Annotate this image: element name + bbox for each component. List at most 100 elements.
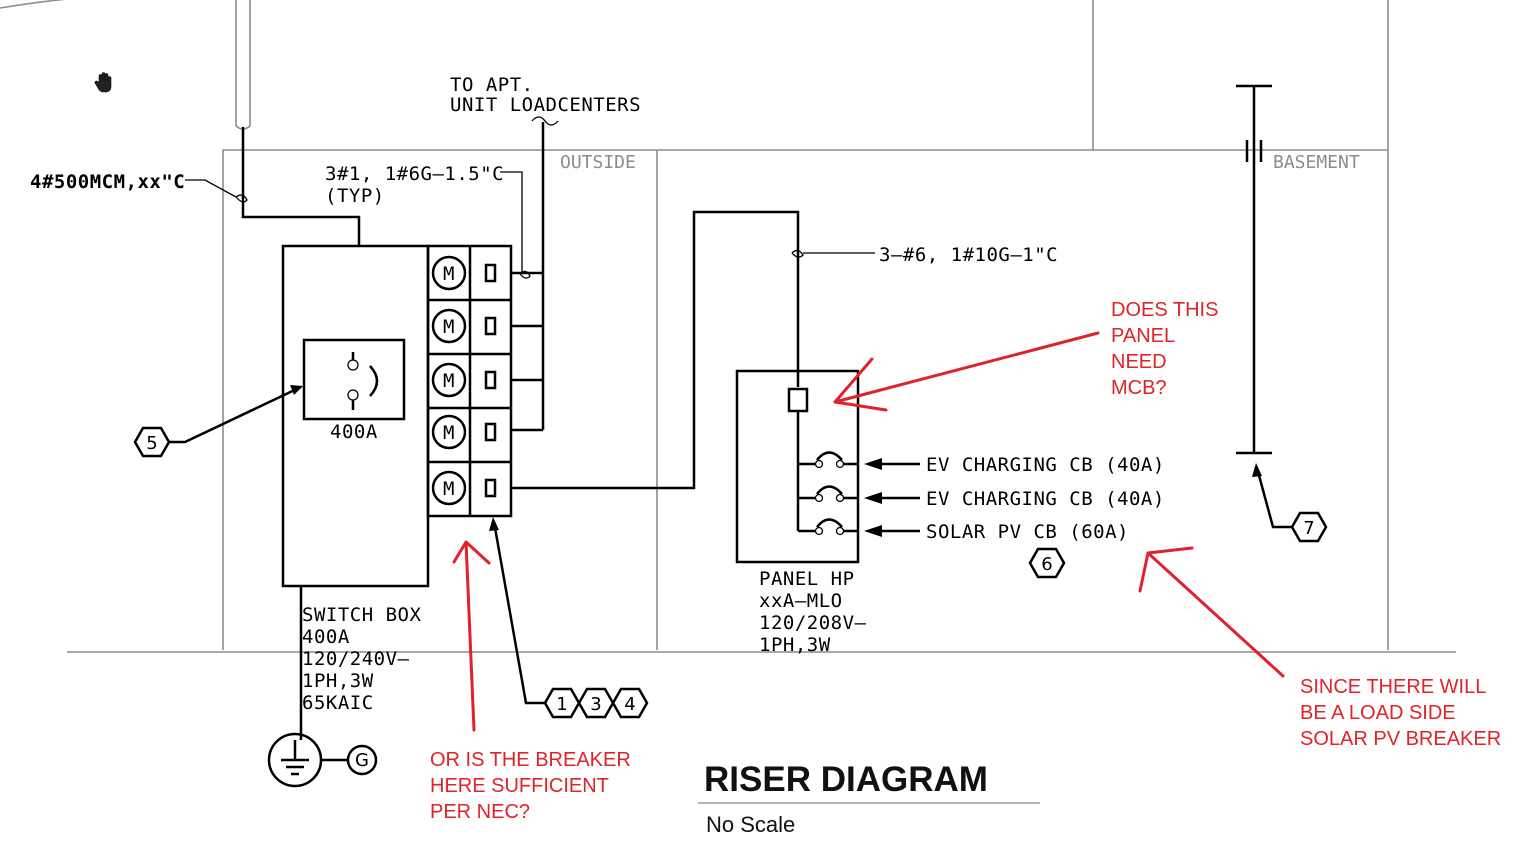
load-side-text: SINCE THERE WILL BE A LOAD SIDE SOLAR PV… bbox=[1300, 676, 1501, 750]
switch-box-aic: 65KAIC bbox=[302, 692, 374, 714]
red-markups bbox=[452, 331, 1285, 732]
riser-break bbox=[1245, 140, 1263, 162]
service-conductor-label: 4#500MCM,xx"C bbox=[30, 171, 185, 193]
branch-conductor-label-2: (TYP) bbox=[325, 185, 385, 207]
service-feeder-line bbox=[241, 127, 361, 246]
ground-icon bbox=[281, 740, 309, 776]
keynote-7-hex bbox=[1290, 511, 1328, 543]
meter-2 bbox=[431, 308, 467, 344]
mcb-question-text: DOES THIS PANEL NEED MCB? bbox=[1111, 299, 1218, 399]
panel-hp-phase: 1PH,3W bbox=[759, 634, 831, 656]
keynote-5-text: 5 bbox=[146, 433, 157, 454]
riser-line bbox=[1236, 84, 1272, 455]
mcb-question-arrow bbox=[833, 331, 1100, 412]
branch-conductor-leader bbox=[500, 171, 523, 274]
keynote-7-text: 7 bbox=[1303, 518, 1314, 539]
basement-label: BASEMENT bbox=[1273, 152, 1360, 173]
basement-riser bbox=[1236, 84, 1272, 455]
disconnect-2 bbox=[484, 316, 497, 336]
ground-tag-circle bbox=[346, 744, 378, 776]
disconnect-3 bbox=[484, 370, 497, 390]
ground-tag-text: G bbox=[355, 750, 369, 771]
disconnect-4 bbox=[484, 422, 497, 442]
diagram-title: RISER DIAGRAM bbox=[704, 760, 988, 799]
to-apt-label: TO APT. bbox=[450, 74, 534, 96]
keynote-4-text: 4 bbox=[624, 694, 635, 715]
load-side-arrow bbox=[1138, 546, 1285, 678]
switch-box-voltage: 120/240V– bbox=[302, 648, 410, 670]
panel-hp-main-lug bbox=[787, 387, 809, 413]
breaker-label-solar: SOLAR PV CB (60A) bbox=[926, 521, 1129, 543]
breaker-arc bbox=[369, 365, 379, 397]
branch-conductor-tick bbox=[519, 270, 531, 279]
hp-feeder-label: 3–#6, 1#10G–1"C bbox=[879, 244, 1058, 266]
keynote-7-leader bbox=[1255, 467, 1292, 529]
branch-conductor-label-1: 3#1, 1#6G–1.5"C bbox=[325, 163, 504, 185]
ground-symbol bbox=[267, 732, 378, 788]
svg-text:PER NEC?: PER NEC? bbox=[430, 801, 530, 823]
svg-text:NEED: NEED bbox=[1111, 351, 1167, 373]
panel-hp-box bbox=[735, 369, 860, 564]
panel-hp-rating: xxA–MLO bbox=[759, 590, 843, 612]
service-conductor-leader bbox=[185, 179, 237, 198]
hand-cursor-icon bbox=[94, 72, 112, 93]
breaker-label-ev-2: EV CHARGING CB (40A) bbox=[926, 488, 1165, 510]
keynote-hexagons bbox=[133, 385, 1328, 719]
svg-text:OR IS THE BREAKER: OR IS THE BREAKER bbox=[430, 749, 631, 771]
keynote-1-text: 1 bbox=[556, 694, 567, 715]
disconnect-5 bbox=[484, 478, 497, 498]
svg-text:HERE SUFFICIENT: HERE SUFFICIENT bbox=[430, 775, 609, 797]
breaker-contact-bottom bbox=[347, 389, 359, 401]
panel-hp-feeder bbox=[511, 210, 800, 490]
meters: M M M M M bbox=[431, 255, 497, 506]
panel-hp-voltage: 120/208V– bbox=[759, 612, 867, 634]
meter-3-label: M bbox=[443, 370, 455, 392]
meter-1 bbox=[431, 255, 467, 291]
service-riser-conduit bbox=[235, 0, 251, 130]
svg-text:PANEL: PANEL bbox=[1111, 325, 1175, 347]
svg-text:DOES THIS: DOES THIS bbox=[1111, 299, 1218, 321]
meter-4 bbox=[431, 414, 467, 450]
hp-feeder-leader bbox=[791, 249, 875, 258]
unit-loadcenters-label: UNIT LOADCENTERS bbox=[450, 94, 641, 116]
keynote-6-text: 6 bbox=[1041, 554, 1052, 575]
svg-text:SOLAR PV BREAKER: SOLAR PV BREAKER bbox=[1300, 728, 1501, 750]
conduit-break-symbol bbox=[531, 116, 559, 126]
panel-hp-bus bbox=[796, 411, 816, 533]
breaker-leaders bbox=[864, 458, 920, 537]
meter-3 bbox=[431, 362, 467, 398]
breaker-contact-top bbox=[347, 359, 359, 371]
building-boundaries bbox=[0, 0, 1456, 653]
main-breaker-box bbox=[302, 338, 406, 421]
switch-box-phase: 1PH,3W bbox=[302, 670, 374, 692]
apartment-feeders bbox=[511, 122, 545, 432]
meter-5-label: M bbox=[443, 478, 455, 500]
keynote-5-leader bbox=[169, 385, 302, 444]
service-conductor-tick bbox=[235, 194, 248, 203]
meter-5 bbox=[431, 470, 467, 506]
meter-4-label: M bbox=[443, 422, 455, 444]
panel-hp-name: PANEL HP bbox=[759, 568, 855, 590]
outside-label: OUTSIDE bbox=[560, 152, 636, 173]
diagram-scale: No Scale bbox=[706, 812, 795, 837]
breaker-label-ev-1: EV CHARGING CB (40A) bbox=[926, 454, 1165, 476]
disconnect-1 bbox=[484, 263, 497, 283]
breaker-question-arrow bbox=[452, 540, 491, 732]
svg-text:SINCE THERE WILL: SINCE THERE WILL bbox=[1300, 676, 1486, 698]
top-left-curve bbox=[0, 0, 66, 9]
meter-2-label: M bbox=[443, 316, 455, 338]
svg-text:MCB?: MCB? bbox=[1111, 377, 1167, 399]
keynote-3-text: 3 bbox=[590, 694, 601, 715]
switch-box-name: SWITCH BOX bbox=[302, 604, 421, 626]
panel-hp bbox=[735, 369, 860, 564]
keynote-6-hex bbox=[1028, 547, 1066, 579]
svg-text:BE A LOAD SIDE: BE A LOAD SIDE bbox=[1300, 702, 1456, 724]
branch-breaker-symbols bbox=[814, 451, 858, 536]
outside-boundary-line bbox=[222, 149, 1389, 650]
switch-box-rating: 400A bbox=[302, 626, 350, 648]
keynote-4-hex bbox=[611, 687, 649, 719]
main-breaker-rating: 400A bbox=[330, 421, 378, 443]
keynote-134-leader bbox=[492, 521, 545, 705]
meter-1-label: M bbox=[443, 263, 455, 285]
